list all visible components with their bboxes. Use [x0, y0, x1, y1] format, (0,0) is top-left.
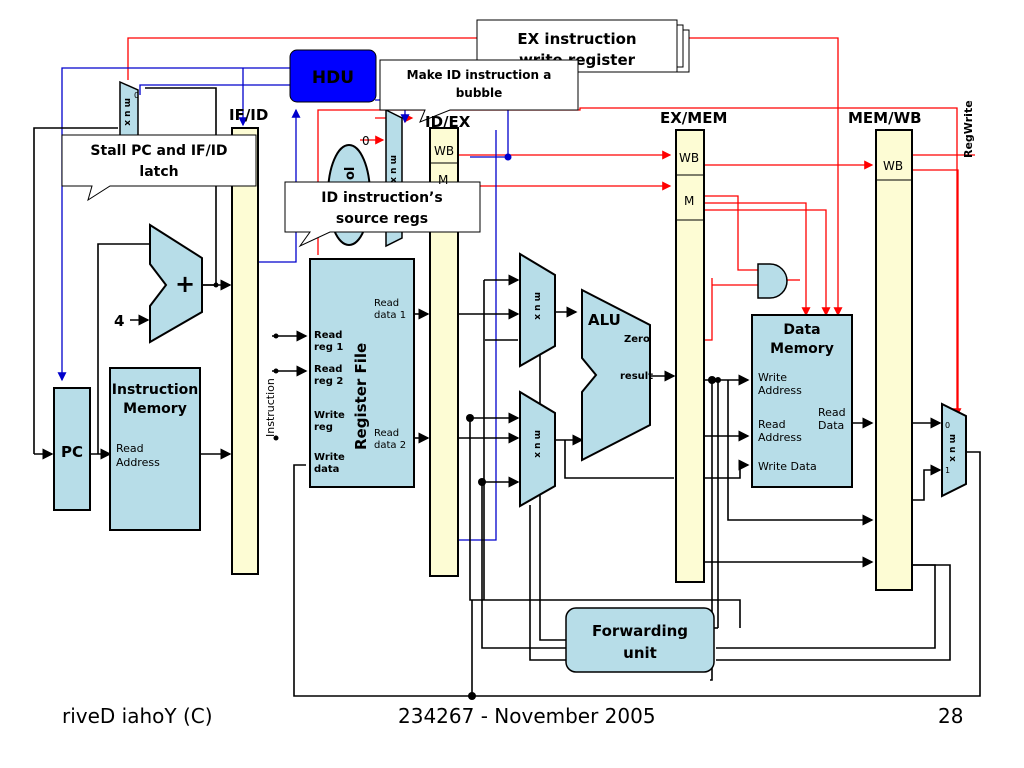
hdu-block — [289, 49, 377, 103]
svg-text:source regs: source regs — [336, 211, 428, 227]
dm-read-data-2: Data — [818, 419, 844, 432]
four-label: 4 — [114, 312, 124, 330]
footer-course: 234267 - November 2005 — [398, 704, 656, 728]
instruction-wire-label: Instruction — [264, 378, 277, 437]
if-id-latch — [231, 127, 259, 575]
ex-mem-wb-label: WB — [679, 151, 699, 165]
data-memory-block — [751, 314, 853, 488]
forwarding-unit-label-1: Forwarding — [592, 622, 688, 640]
svg-text:Stall PC and IF/ID: Stall PC and IF/ID — [90, 143, 227, 159]
rf-read-reg-1: Read — [314, 330, 342, 341]
instruction-memory-block — [109, 367, 201, 531]
instruction-memory-label-2: Memory — [123, 401, 187, 417]
hdu-label: HDU — [312, 68, 354, 88]
mem-wb-wb-label: WB — [883, 159, 903, 173]
data-memory-label-1: Data — [783, 322, 820, 338]
rf-read-data-2: Read — [374, 428, 399, 439]
alu-block — [581, 288, 651, 462]
callout-id-source-regs: ID instruction’s source regs — [284, 181, 481, 248]
mem-wb-label: MEM/WB — [848, 109, 922, 127]
rf-write-reg: Write — [314, 410, 345, 421]
svg-text:Make ID instruction a: Make ID instruction a — [407, 68, 552, 82]
rf-write-data: Write — [314, 452, 345, 463]
pc-adder — [149, 223, 203, 344]
pc-mux-sel-0: 0 — [134, 91, 139, 100]
dm-read-data-1: Read — [818, 406, 846, 419]
writeback-mux — [941, 402, 967, 498]
rf-write-regb: reg — [314, 422, 333, 433]
alu-mux-a — [519, 252, 556, 368]
rf-write-datab: data — [314, 464, 339, 475]
rf-read-data-2b: data 2 — [374, 440, 406, 451]
red-control-wires — [127, 37, 975, 418]
dm-write-data: Write Data — [758, 460, 817, 473]
callout-stall-pc: Stall PC and IF/ID latch — [61, 134, 257, 202]
id-ex-wb-label: WB — [434, 144, 454, 158]
ex-mem-latch — [675, 129, 705, 583]
pc-label: PC — [61, 443, 83, 461]
svg-text:ID instruction’s: ID instruction’s — [321, 190, 442, 206]
ex-mem-label: EX/MEM — [660, 109, 727, 127]
if-id-label: IF/ID — [229, 106, 268, 124]
alu-mux-a-label: m u x — [532, 292, 542, 320]
writeback-mux-sel-0: 0 — [945, 421, 950, 430]
ex-mem-m-label: M — [684, 194, 694, 208]
id-ex-label: ID/EX — [425, 113, 471, 131]
alu-mux-b — [519, 390, 556, 508]
writeback-mux-label: m u x — [947, 434, 957, 462]
regwrite-label: RegWrite — [962, 100, 975, 158]
alu-zero-label: Zero — [624, 334, 650, 345]
svg-text:bubble: bubble — [456, 86, 503, 100]
alu-result-label: result — [620, 371, 653, 382]
adder-plus-label: + — [175, 270, 195, 298]
zero-constant-label: 0 — [362, 134, 370, 148]
svg-text:EX instruction: EX instruction — [517, 30, 636, 48]
im-read-address-1: Read — [116, 442, 144, 455]
register-file-label: Register File — [352, 343, 370, 450]
instruction-memory-label-1: Instruction — [112, 382, 198, 398]
pc-block — [53, 387, 91, 511]
latch-control-fields — [430, 162, 912, 221]
forwarding-unit-block — [565, 607, 715, 673]
callout-make-bubble: Make ID instruction a bubble — [379, 59, 579, 123]
rf-read-reg-2: Read — [314, 364, 342, 375]
bubble-mux-label: m u x — [388, 155, 398, 183]
pc-mux-label: m u x — [122, 98, 132, 126]
forwarding-unit-label-2: unit — [623, 644, 657, 662]
writeback-mux-sel-1: 1 — [945, 466, 950, 475]
blue-junction — [504, 153, 512, 161]
dm-read-address-1: Read — [758, 418, 786, 431]
control-label: ol — [343, 167, 358, 180]
svg-text:latch: latch — [139, 164, 178, 180]
register-file-block — [309, 258, 415, 488]
im-read-address-2: Address — [116, 456, 160, 469]
dm-write-address-1: Write — [758, 371, 787, 384]
alu-mux-b-label: m u x — [532, 430, 542, 458]
alu-label: ALU — [588, 311, 621, 329]
footer-author: riveD iahoY (C) — [62, 704, 213, 728]
wire-junctions — [213, 282, 721, 700]
footer-page: 28 — [938, 704, 964, 728]
rf-read-reg-2b: reg 2 — [314, 376, 343, 387]
branch-and-gate — [757, 263, 788, 299]
dm-read-address-2: Address — [758, 431, 802, 444]
rf-read-data-1b: data 1 — [374, 310, 406, 321]
dm-write-address-2: Address — [758, 384, 802, 397]
id-ex-m-label: M — [438, 173, 448, 187]
rf-read-data-1: Read — [374, 298, 399, 309]
rf-read-reg-1b: reg 1 — [314, 342, 343, 353]
mem-wb-latch — [875, 129, 913, 591]
data-memory-label-2: Memory — [770, 341, 834, 357]
